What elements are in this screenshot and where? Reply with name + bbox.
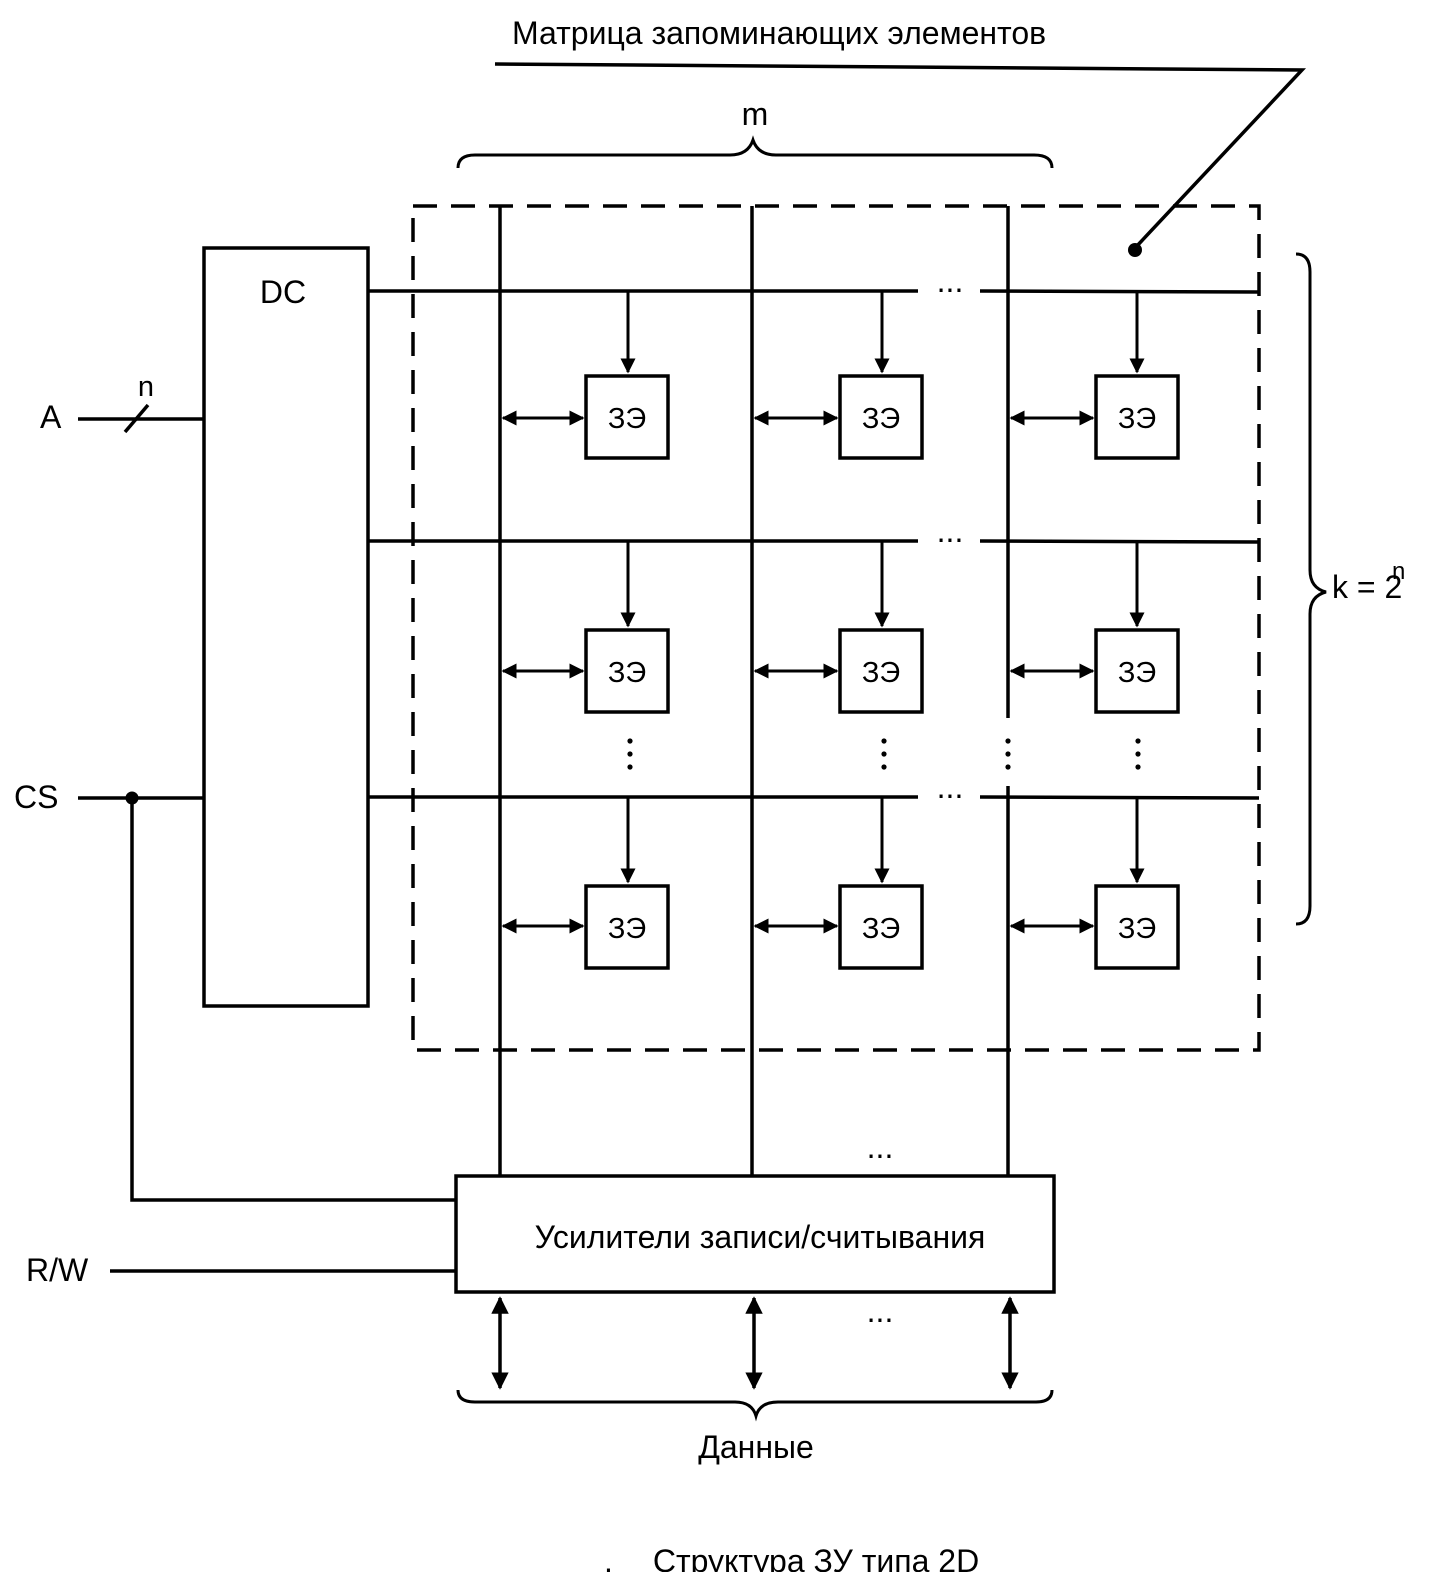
storage-cell-label: ЗЭ [608,913,646,945]
address-input-label: A [40,399,62,435]
storage-cell-label: ЗЭ [862,403,900,435]
storage-cell-label: ЗЭ [1118,657,1156,689]
figure-caption: Структура ЗУ типа 2D [653,1543,979,1572]
rows-brace [1295,252,1327,926]
storage-cell [838,374,924,460]
word-line-3-end [979,795,1260,800]
rows-label: k = 2 [1332,569,1402,605]
storage-cell [838,628,924,714]
columns-brace [456,135,1054,169]
caption-dot: . [604,1543,613,1572]
word-line-2-end [979,539,1260,544]
storage-cell-label: ЗЭ [608,403,646,435]
chip-select-label: CS [14,779,58,815]
storage-cell [838,884,924,970]
columns-ellipsis-bottom: ... [867,1293,894,1329]
storage-cell-label: ЗЭ [862,913,900,945]
cell-row-1: ЗЭ ЗЭ ЗЭ [501,291,1180,460]
data-label: Данные [698,1429,814,1465]
chip-select-to-amplifiers [130,798,456,1202]
cell-row-2: ЗЭ ЗЭ ЗЭ [501,541,1180,714]
storage-cell-label: ЗЭ [862,657,900,689]
decoder-box [202,246,370,1008]
cell-row-3: ЗЭ ЗЭ ЗЭ [501,797,1180,970]
row-ellipsis-1: ... [937,263,964,299]
storage-cell [1094,374,1180,460]
storage-cell-label: ЗЭ [1118,913,1156,945]
storage-cell [1094,628,1180,714]
bus-width-label: n [138,371,154,403]
data-brace [456,1389,1054,1422]
storage-cell [584,628,670,714]
storage-cell [584,374,670,460]
amplifiers-label: Усилители записи/считывания [535,1219,986,1255]
matrix-border [411,204,1261,1052]
storage-cell-label: ЗЭ [608,657,646,689]
decoder-label: DC [260,274,306,310]
matrix-label-leader [494,62,1307,250]
amplifiers-box [454,1174,1056,1294]
rows-label-exponent: n [1392,558,1405,585]
storage-cell [584,884,670,970]
columns-label: m [742,96,769,132]
storage-cell [1094,884,1180,970]
storage-cell-label: ЗЭ [1118,403,1156,435]
columns-ellipsis-top: ... [867,1129,894,1165]
row-ellipsis-3: ... [937,769,964,805]
vertical-ellipsis-group [627,738,1141,770]
row-ellipsis-2: ... [937,513,964,549]
matrix-label-leader-dot [1128,243,1142,257]
bus-width-slash [123,403,150,434]
read-write-label: R/W [26,1252,89,1288]
word-line-1-end [979,289,1260,294]
matrix-label: Матрица запоминающих элементов [512,15,1046,51]
